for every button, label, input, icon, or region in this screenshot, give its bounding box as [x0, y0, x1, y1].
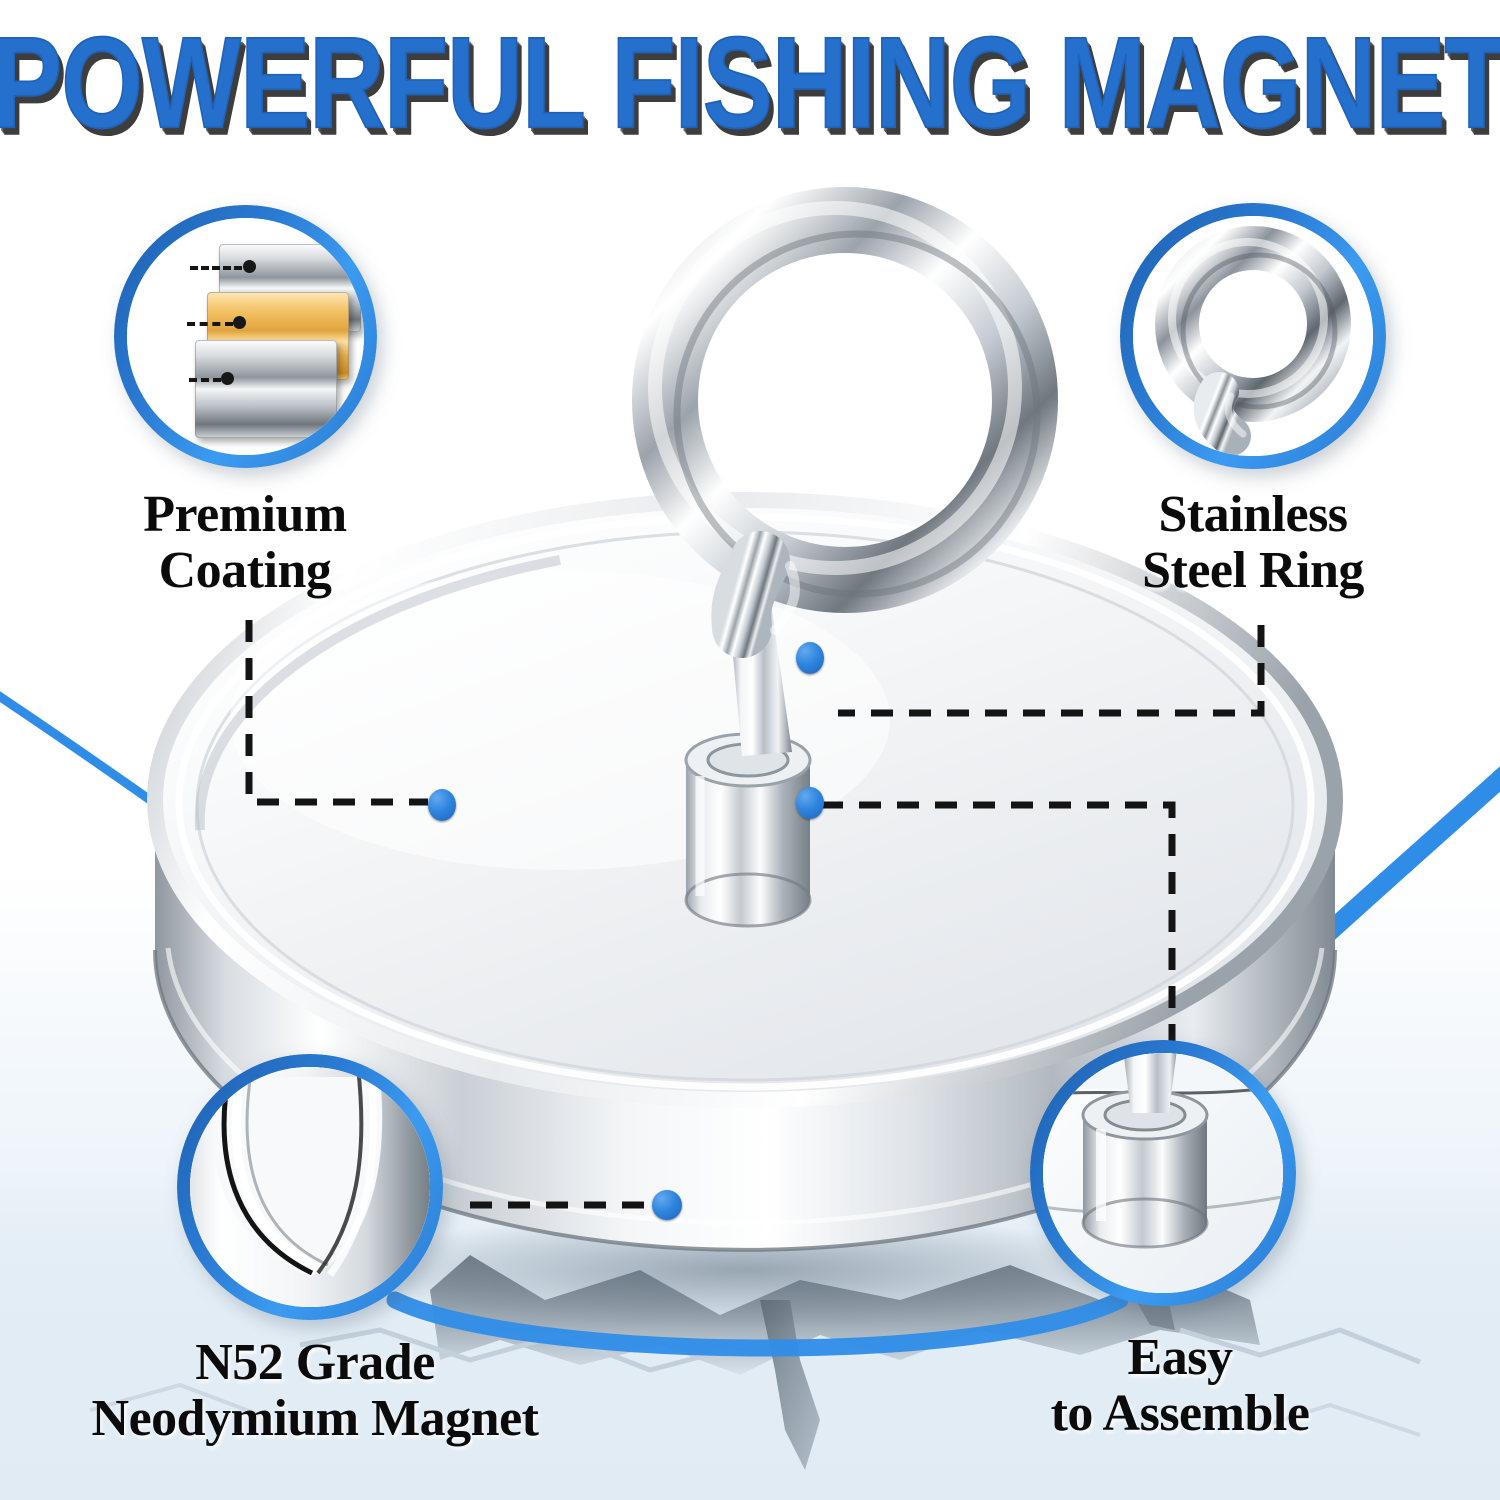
callout-caption-stainless-steel-ring: Stainless Steel Ring: [1142, 486, 1364, 599]
hotspot-dot-n52-grade-magnet: [652, 1190, 682, 1220]
coating-label-ni-top-text: NI: [137, 243, 175, 284]
callout-premium-coating: NI CU NI: [114, 205, 377, 468]
callout-caption-premium-coating: Premium Coating: [143, 486, 347, 599]
coating-connector-ni-top: [190, 266, 242, 270]
headline-container: POWERFUL FISHING MAGNET: [0, 16, 1500, 148]
hotspot-dot-stainless-steel-ring: [796, 642, 824, 674]
coating-label-ni-top: NI: [137, 243, 175, 285]
coating-connector-cu: [187, 322, 233, 326]
coating-label-cu-text: CU: [131, 299, 185, 340]
callout-stainless-steel-ring-content: [1133, 216, 1373, 456]
coating-dot-cu: [233, 316, 246, 329]
callout-easy-assemble-content: [1043, 1053, 1283, 1293]
callout-caption-easy-to-assemble: Easy to Assemble: [1050, 1329, 1310, 1442]
stainless-ring-zoom-graphic: [1155, 226, 1351, 456]
hotspot-dot-premium-coating: [428, 789, 456, 821]
callout-caption-n52-grade-neodymium-magnet: N52 Grade Neodymium Magnet: [91, 1334, 539, 1447]
coating-connector-ni-bottom: [189, 378, 221, 382]
callout-n52-magnet-content: [190, 1067, 430, 1307]
hotspot-dot-easy-to-assemble: [796, 787, 824, 819]
assembly-boss-zoom-graphic: [1043, 1053, 1283, 1293]
callout-easy-to-assemble: [1030, 1040, 1296, 1306]
coating-layer-bar-ni-bottom: [195, 340, 337, 438]
callout-premium-coating-content: NI CU NI: [127, 218, 364, 455]
coating-label-ni-bottom-text: NI: [137, 357, 175, 398]
page-title: POWERFUL FISHING MAGNET: [0, 9, 1500, 155]
callout-stainless-steel-ring: [1120, 203, 1386, 469]
coating-label-ni-bottom: NI: [137, 357, 175, 399]
coating-label-cu: CU: [131, 299, 185, 341]
coating-dot-ni-top: [243, 260, 256, 273]
callout-n52-grade-neodymium-magnet: [177, 1054, 443, 1320]
coating-dot-ni-bottom: [221, 372, 234, 385]
magnet-edge-zoom-graphic: [190, 1067, 430, 1307]
